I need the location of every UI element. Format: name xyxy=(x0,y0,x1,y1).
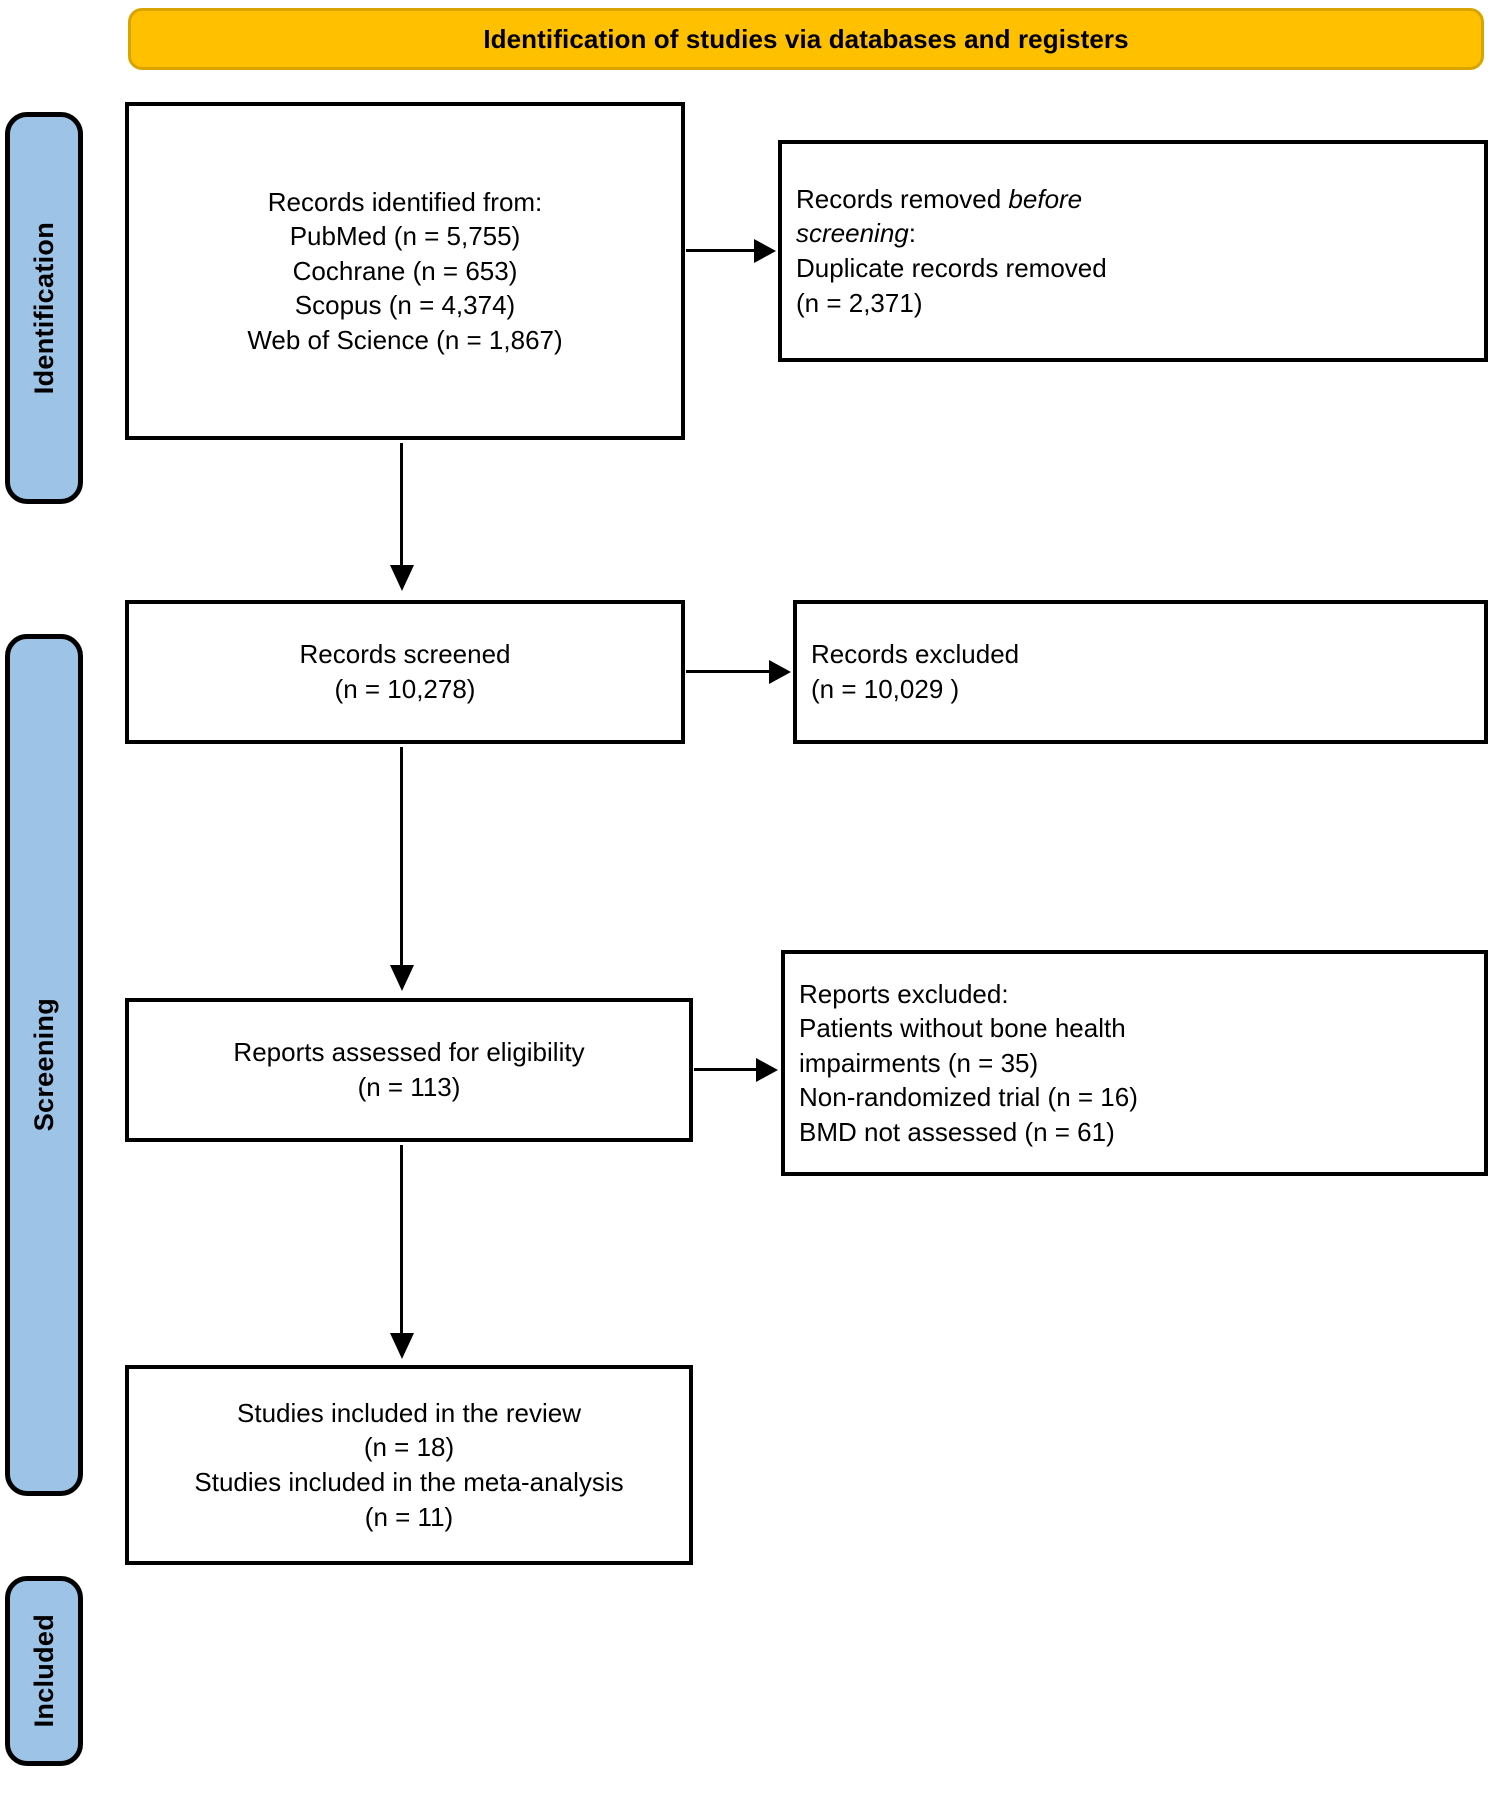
arrow-screened-to-eligibility-line xyxy=(400,747,403,969)
reports-excluded-line-1: Reports excluded: xyxy=(799,978,1009,1009)
box-reports-assessed-eligibility: Reports assessed for eligibility (n = 11… xyxy=(125,998,693,1142)
records-identified-line-1: Records identified from: xyxy=(267,186,543,217)
studies-included-line-2: (n = 18) xyxy=(363,1432,455,1463)
records-removed-line-4: (n = 2,371) xyxy=(796,287,923,318)
records-identified-line-2: PubMed (n = 5,755) xyxy=(289,221,521,252)
records-removed-italic-before: before xyxy=(1008,183,1083,214)
reports-excluded-line-4: Non-randomized trial (n = 16) xyxy=(799,1082,1138,1113)
phase-sidebar-identification: Identification xyxy=(5,112,83,504)
records-identified-line-3: Cochrane (n = 653) xyxy=(292,255,518,286)
phase-sidebar-screening: Screening xyxy=(5,634,83,1496)
box-records-removed: Records removed before screening: Duplic… xyxy=(778,140,1488,362)
phase-label-included: Included xyxy=(28,1614,59,1728)
box-records-excluded: Records excluded (n = 10,029 ) xyxy=(793,600,1488,744)
reports-excluded-line-3: impairments (n = 35) xyxy=(799,1047,1039,1078)
box-records-identified: Records identified from: PubMed (n = 5,7… xyxy=(125,102,685,440)
records-identified-line-4: Scopus (n = 4,374) xyxy=(294,290,516,321)
arrow-identified-to-removed-head-icon xyxy=(754,239,776,263)
box-studies-included: Studies included in the review (n = 18) … xyxy=(125,1365,693,1565)
arrow-screened-to-eligibility-head-icon xyxy=(390,965,414,991)
studies-included-line-4: (n = 11) xyxy=(364,1501,454,1532)
records-identified-line-5: Web of Science (n = 1,867) xyxy=(247,324,563,355)
records-screened-line-1: Records screened xyxy=(299,639,511,670)
arrow-eligibility-to-reports-excluded-head-icon xyxy=(756,1058,778,1082)
arrow-identified-to-screened-head-icon xyxy=(390,565,414,591)
records-removed-italic-screening: screening xyxy=(796,218,909,249)
studies-included-line-1: Studies included in the review xyxy=(237,1397,581,1428)
records-removed-prefix: Records removed xyxy=(796,183,1009,214)
reports-excluded-line-2: Patients without bone health xyxy=(799,1013,1126,1044)
arrow-identified-to-screened-line xyxy=(400,443,403,569)
box-reports-excluded: Reports excluded: Patients without bone … xyxy=(781,950,1488,1176)
box-records-screened: Records screened (n = 10,278) xyxy=(125,600,685,744)
reports-excluded-line-5: BMD not assessed (n = 61) xyxy=(799,1116,1115,1147)
records-screened-line-2: (n = 10,278) xyxy=(334,674,476,704)
arrow-eligibility-to-included-line xyxy=(400,1145,403,1337)
records-excluded-line-2: (n = 10,029 ) xyxy=(811,674,960,704)
phase-label-identification: Identification xyxy=(28,221,59,395)
arrow-screened-to-excluded-line xyxy=(686,670,771,673)
records-removed-line-3: Duplicate records removed xyxy=(796,253,1107,283)
records-removed-line-1: Records removed before xyxy=(796,182,1470,217)
diagram-header-title: Identification of studies via databases … xyxy=(483,23,1129,54)
records-removed-line-2: screening: xyxy=(796,216,1470,251)
diagram-header-banner: Identification of studies via databases … xyxy=(128,8,1484,70)
records-removed-colon: : xyxy=(908,218,916,249)
arrow-screened-to-excluded-head-icon xyxy=(769,660,791,684)
records-excluded-line-1: Records excluded xyxy=(811,639,1020,670)
arrow-eligibility-to-reports-excluded-line xyxy=(694,1068,758,1071)
arrow-identified-to-removed-line xyxy=(686,249,756,252)
phase-label-screening: Screening xyxy=(28,998,59,1132)
reports-eligibility-line-2: (n = 113) xyxy=(357,1072,461,1102)
studies-included-line-3: Studies included in the meta-analysis xyxy=(194,1467,624,1497)
arrow-eligibility-to-included-head-icon xyxy=(390,1333,414,1359)
phase-sidebar-included: Included xyxy=(5,1576,83,1766)
reports-eligibility-line-1: Reports assessed for eligibility xyxy=(233,1037,585,1068)
